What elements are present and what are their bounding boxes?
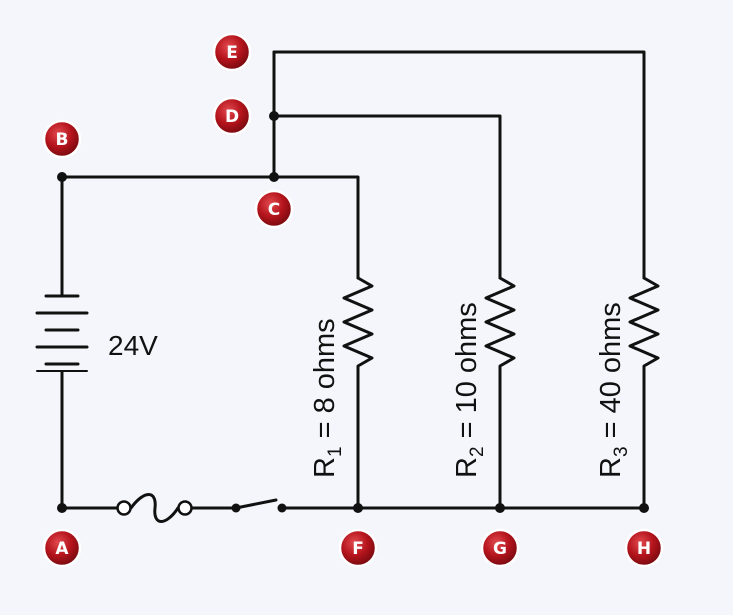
switch-symbol — [231, 498, 287, 513]
node-e: E — [212, 32, 252, 72]
resistor-r1-symbol — [342, 276, 374, 378]
svg-text:G: G — [493, 539, 507, 559]
node-a: A — [42, 528, 82, 568]
resistor-r3-label: R3 = 40 ohms — [595, 302, 632, 478]
resistor-r1-label: R1 = 8 ohms — [309, 318, 346, 478]
fuse-symbol — [116, 493, 193, 523]
wires — [60, 50, 646, 510]
node-f: F — [338, 528, 378, 568]
node-b: B — [42, 119, 82, 159]
battery-voltage-label: 24V — [108, 330, 158, 361]
svg-text:E: E — [226, 43, 238, 63]
node-d: D — [212, 96, 252, 136]
battery-symbol — [35, 294, 89, 372]
svg-text:C: C — [268, 200, 280, 220]
node-markers: A B C D E F G H — [42, 32, 664, 568]
svg-text:B: B — [56, 130, 69, 150]
wire-bc — [60, 175, 360, 280]
resistor-r2-symbol — [484, 276, 516, 378]
node-g: G — [480, 528, 520, 568]
node-c: C — [254, 189, 294, 229]
wire-d-r2 — [272, 114, 502, 280]
junction-dots — [57, 111, 649, 513]
resistor-r3-symbol — [628, 276, 660, 378]
resistor-r2-label: R2 = 10 ohms — [451, 302, 488, 478]
svg-text:H: H — [637, 539, 651, 559]
svg-text:D: D — [225, 107, 239, 127]
node-h: H — [624, 528, 664, 568]
svg-text:A: A — [55, 539, 69, 559]
wire-e-r3 — [272, 50, 646, 280]
svg-text:F: F — [352, 539, 364, 559]
